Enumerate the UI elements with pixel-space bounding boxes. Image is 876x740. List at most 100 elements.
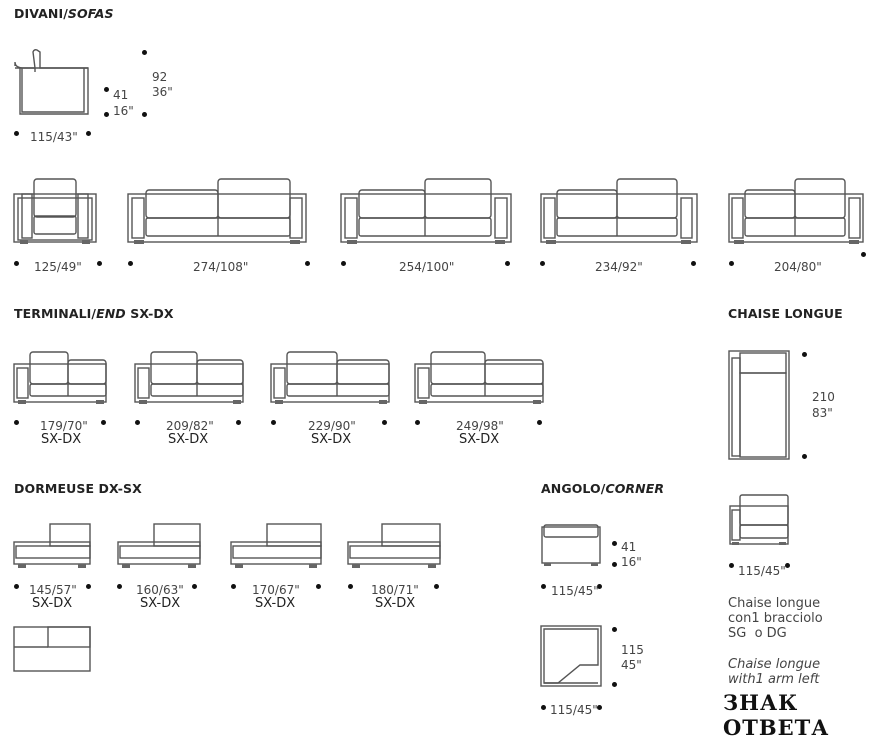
chaise-top-view-drawing [728,350,790,460]
dim-dot [861,252,866,257]
dim-dot [236,420,241,425]
sofa-254-drawing [340,178,512,244]
dormeuse-170-drawing [230,523,322,568]
corner-depth-cm: 115 [621,643,644,657]
dim-dot [612,627,617,632]
dim-dot [142,50,147,55]
dim-dot [505,261,510,266]
sofa-width-label: 204/80" [774,260,822,274]
sofa-width-label: 254/100" [399,260,455,274]
dim-dot [316,584,321,589]
dormeuse-width-label: 160/63" [136,583,184,597]
chaise-depth-cm: 210 [812,390,835,404]
dim-dot [104,112,109,117]
dim-dot [14,131,19,136]
terminal-249-drawing [414,351,544,404]
dim-dot [434,584,439,589]
dim-dot [341,261,346,266]
corner-top-view-drawing [540,625,602,687]
dim-dot [597,705,602,710]
dim-dot [86,584,91,589]
dim-dot [305,261,310,266]
dim-dot [540,261,545,266]
side-seat-height-in: 16" [113,104,134,118]
dim-dot [135,420,140,425]
dim-dot [14,420,19,425]
dormeuse-code-label: SX-DX [375,596,416,611]
terminal-code-label: SX-DX [311,432,352,447]
terminal-code-label: SX-DX [459,432,500,447]
dim-dot [192,584,197,589]
sofa-234-drawing [540,178,698,244]
terminal-179-drawing [13,351,107,404]
terminal-229-drawing [270,351,390,404]
terminal-width-label: 179/70" [40,419,88,433]
corner-front-view-drawing [541,524,601,566]
sofa-side-view-drawing [14,49,89,115]
dim-dot [97,261,102,266]
dim-dot [101,420,106,425]
corner-seat-height-cm: 41 [621,540,637,554]
dim-dot [691,261,696,266]
terminal-code-label: SX-DX [41,432,82,447]
chaise-front-view-drawing [729,494,789,545]
dim-dot [14,261,19,266]
side-seat-height-cm: 41 [113,88,129,102]
dim-dot [415,420,420,425]
dim-dot [541,705,546,710]
corner-depth-in: 45" [621,658,642,672]
dim-dot [612,682,617,687]
sofa-204-drawing [728,178,864,244]
side-height-cm: 92 [152,70,168,84]
dim-dot [348,584,353,589]
dormeuse-width-label: 170/67" [252,583,300,597]
dim-dot [86,131,91,136]
sofas-heading: DIVANI/SOFAS [14,6,114,21]
dim-dot [271,420,276,425]
sofa-width-label: 274/108" [193,260,249,274]
dormeuse-code-label: SX-DX [32,596,73,611]
dim-dot [785,563,790,568]
terminal-209-drawing [134,351,244,404]
dim-dot [117,584,122,589]
side-height-in: 36" [152,85,173,99]
dim-dot [541,584,546,589]
armchair-drawing [13,178,97,244]
corner-width-bottom-label: 115/45" [550,703,598,717]
dim-dot [537,420,542,425]
dim-dot [802,454,807,459]
dim-dot [142,112,147,117]
watermark-logo: ЗНАК ОТВЕТА [723,690,830,740]
dim-dot [729,563,734,568]
terminal-width-label: 209/82" [166,419,214,433]
dormeuse-top-view-drawing [13,626,91,672]
dim-dot [231,584,236,589]
terminal-width-label: 229/90" [308,419,356,433]
corner-heading: ANGOLO/CORNER [541,481,665,496]
dim-dot [14,584,19,589]
dim-dot [128,261,133,266]
chaise-heading: CHAISE LONGUE [728,306,843,321]
sofa-width-label: 234/92" [595,260,643,274]
dormeuse-code-label: SX-DX [140,596,181,611]
dormeuse-180-drawing [347,523,441,568]
dormeuse-heading: DORMEUSE DX-SX [14,481,142,496]
dim-dot [104,87,109,92]
dormeuse-160-drawing [117,523,201,568]
sofa-width-label: 125/49" [34,260,82,274]
corner-width-top-label: 115/45" [551,584,599,598]
dim-dot [729,261,734,266]
dormeuse-width-label: 180/71" [371,583,419,597]
dormeuse-145-drawing [13,523,91,568]
dim-dot [612,562,617,567]
corner-seat-height-in: 16" [621,555,642,569]
dim-dot [597,584,602,589]
chaise-depth-in: 83" [812,406,833,420]
side-width-label: 115/43" [30,130,78,144]
terminals-heading: TERMINALI/END SX-DX [14,306,174,321]
terminal-code-label: SX-DX [168,432,209,447]
dim-dot [612,541,617,546]
chaise-width-label: 115/45" [738,564,786,578]
chaise-note-italian: Chaise longue con1 bracciolo SG o DG [728,596,823,641]
dormeuse-width-label: 145/57" [29,583,77,597]
